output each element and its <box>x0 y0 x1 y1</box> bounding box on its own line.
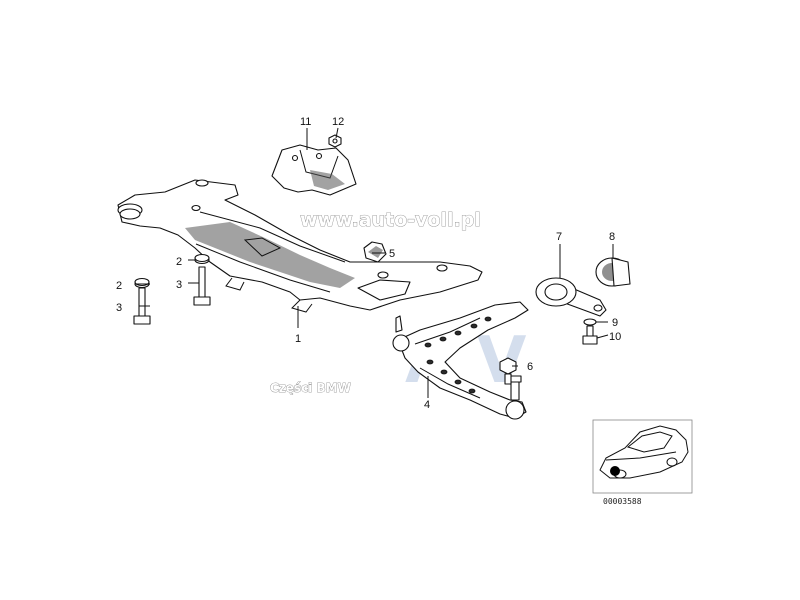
rubber-mount-part-5 <box>363 241 387 263</box>
site-watermark: www.auto-voll.pl <box>300 209 481 231</box>
washer-part-2-left <box>134 277 150 289</box>
nut-part-12 <box>328 134 342 148</box>
part-label-2-right: 2 <box>176 256 182 268</box>
bushing-part-8 <box>595 257 631 287</box>
part-label-5: 5 <box>389 248 395 260</box>
bracket-part-11 <box>271 144 357 196</box>
part-label-3-right: 3 <box>176 279 182 291</box>
part-label-6: 6 <box>527 361 533 373</box>
inset-frame <box>592 419 693 494</box>
washer-part-2-right <box>194 253 210 265</box>
location-marker <box>610 466 620 476</box>
control-arm-part-4 <box>392 301 529 420</box>
inset-code: 00003588 <box>603 497 642 506</box>
leader-lines <box>136 127 614 398</box>
bracket-part-7 <box>535 277 607 317</box>
part-label-4: 4 <box>424 399 430 411</box>
parts-watermark: Części BMW <box>270 381 351 395</box>
part-label-2-left: 2 <box>116 280 122 292</box>
bolt-part-10 <box>582 325 598 345</box>
part-label-3-left: 3 <box>116 302 122 314</box>
car-locator-inset: 00003588 <box>592 419 693 506</box>
axle-carrier <box>117 179 483 313</box>
control-arm-holes <box>424 316 492 394</box>
part-label-9: 9 <box>612 317 618 329</box>
part-label-12: 12 <box>332 116 344 128</box>
part-label-10: 10 <box>609 331 621 343</box>
bolt-part-3-right <box>193 266 211 306</box>
part-label-1: 1 <box>295 333 301 345</box>
part-number-labels: 11 12 1 2 3 2 3 5 4 6 7 8 9 10 <box>116 116 621 411</box>
part-label-11: 11 <box>300 116 311 128</box>
car-outline-icon <box>599 425 689 479</box>
washer-part-9 <box>583 318 597 326</box>
nut-part-6 <box>499 357 517 385</box>
bolt-part-3-left <box>133 287 151 325</box>
part-label-8: 8 <box>609 231 615 243</box>
part-label-7: 7 <box>556 231 562 243</box>
